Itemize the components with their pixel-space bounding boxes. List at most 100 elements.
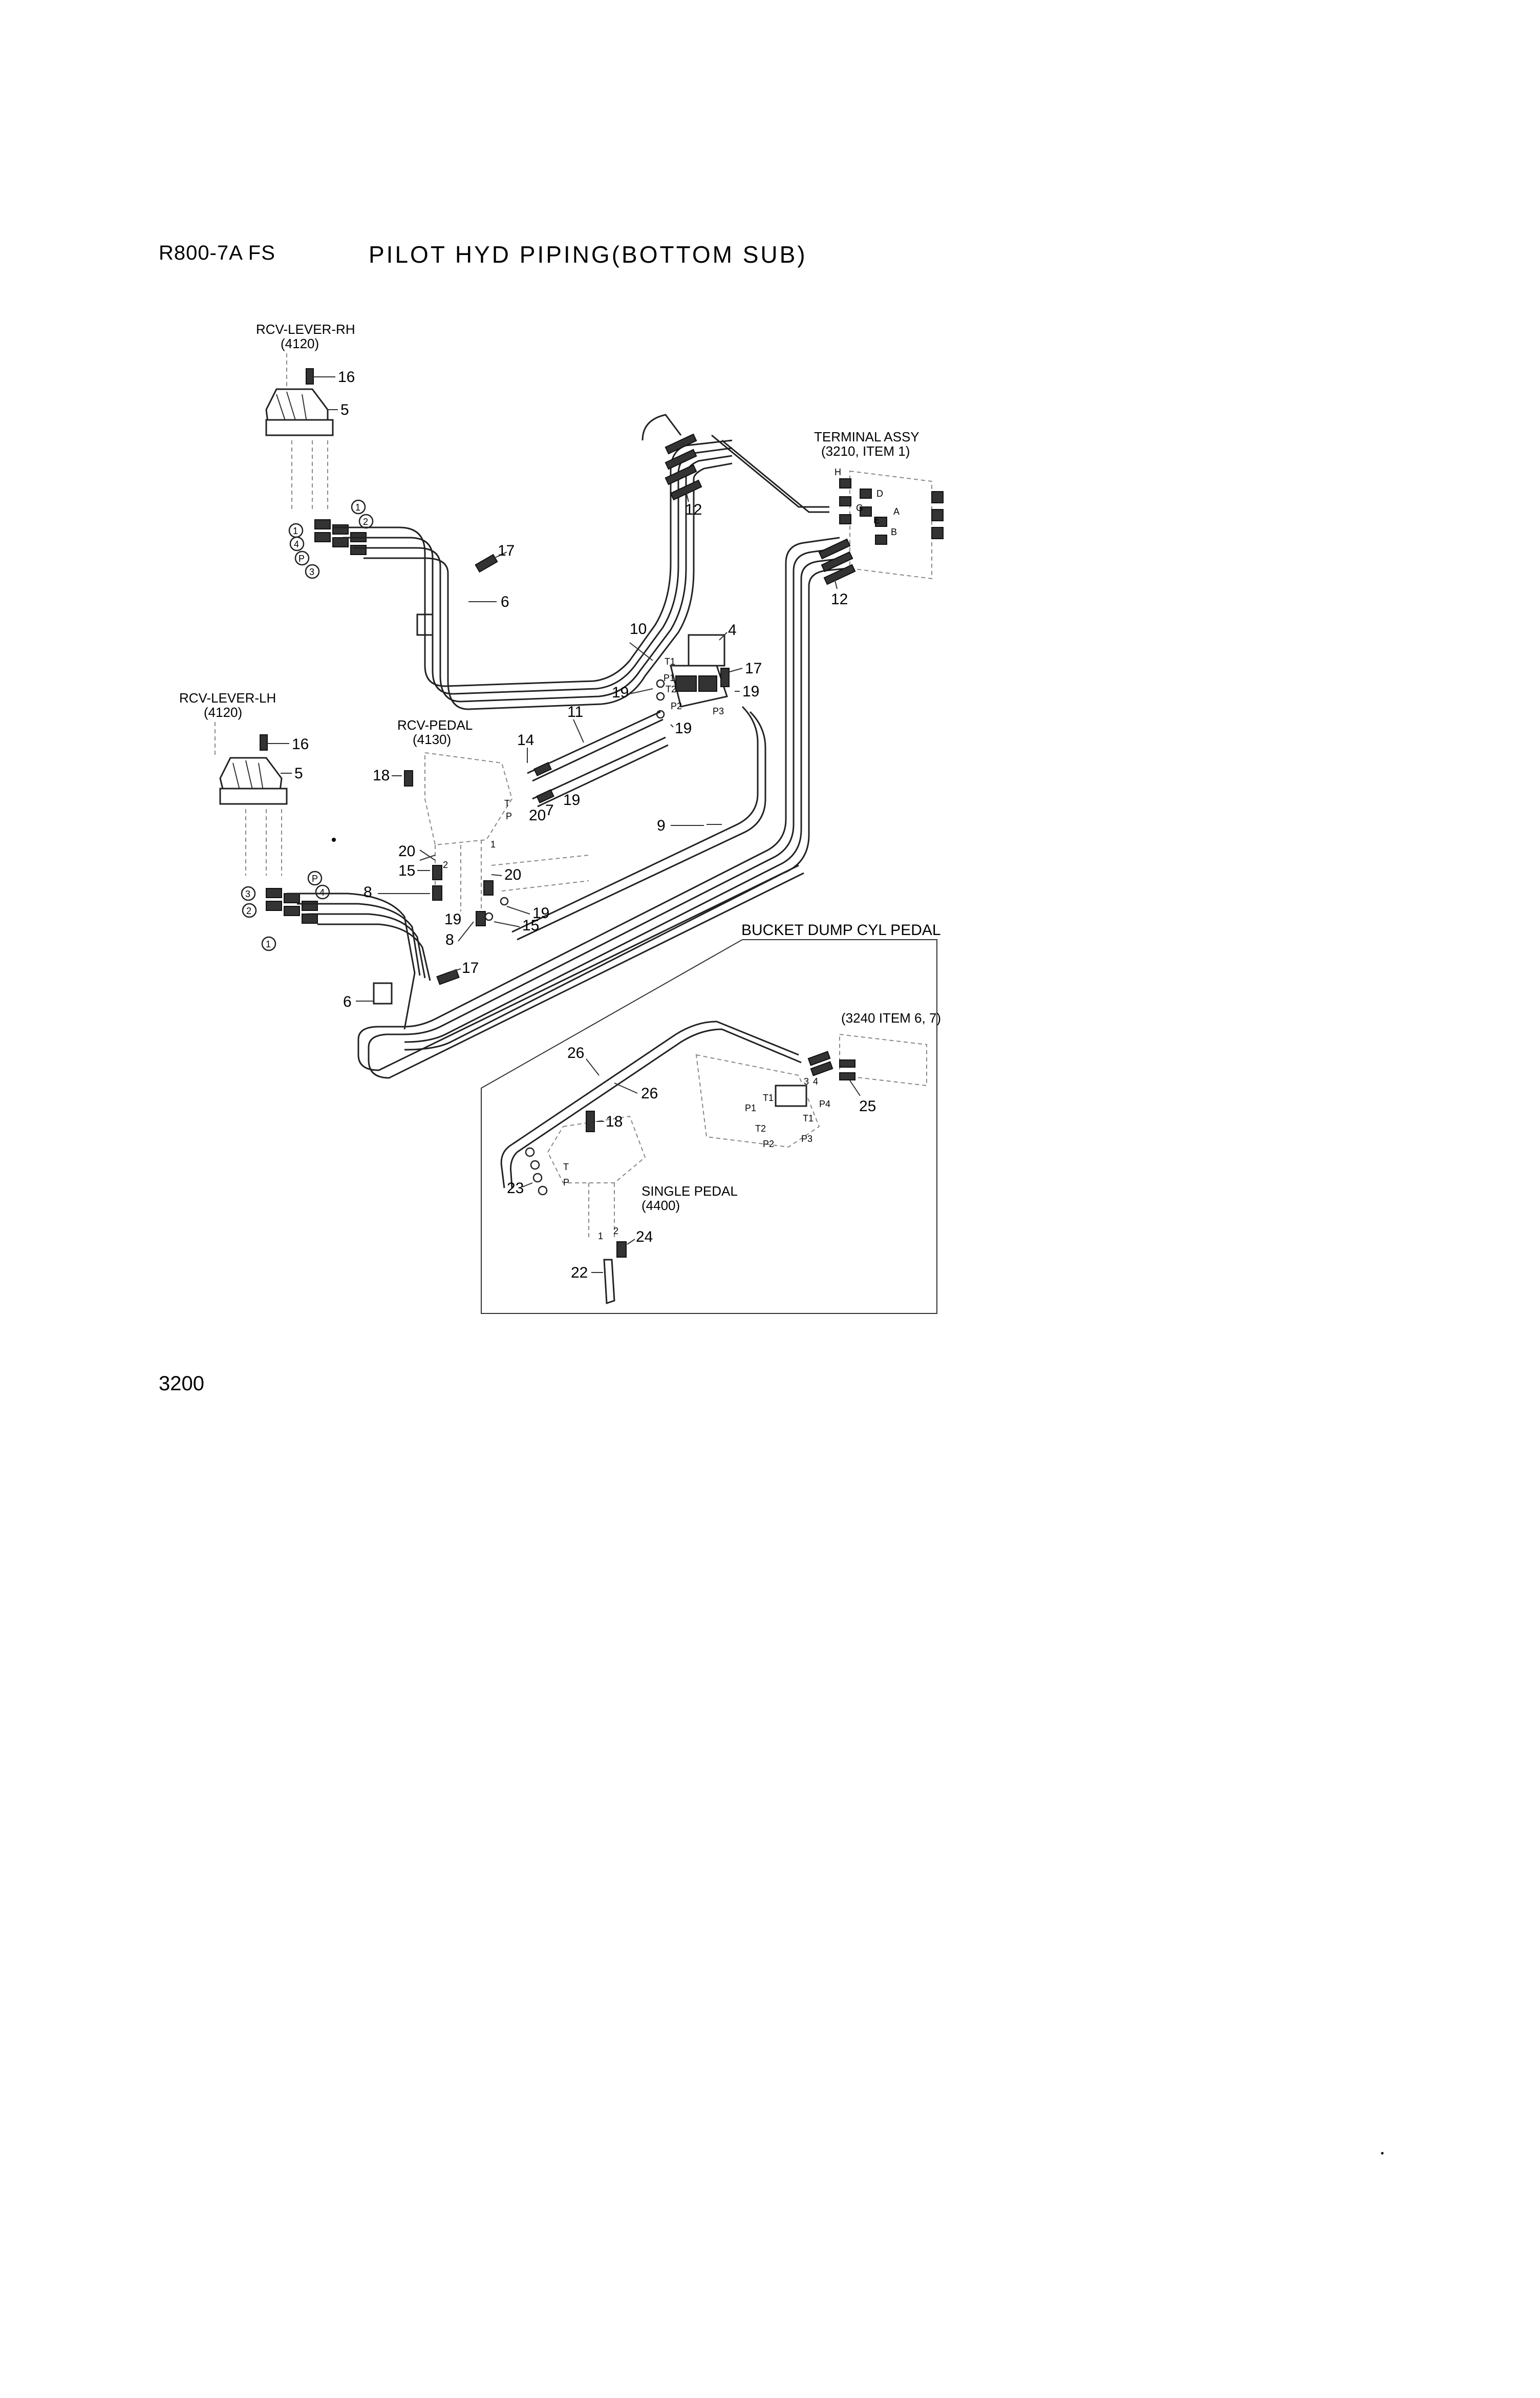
sp-port-p: P (563, 1177, 569, 1187)
hose-11: 11 14 19 7 20 (517, 704, 669, 824)
callout-6-rh: 6 (501, 593, 509, 610)
callout-19-lower: 19 (675, 720, 692, 737)
bd-port-3: 3 (804, 1076, 809, 1087)
callout-11: 11 (567, 704, 583, 720)
bd-port-4: 4 (813, 1076, 818, 1087)
port-p1: P1 (664, 673, 675, 683)
port-t-pedal: T (504, 798, 510, 809)
lever-base-lh (219, 788, 288, 805)
callout-24: 24 (636, 1228, 653, 1245)
sp-port-t: T (563, 1162, 569, 1172)
page-number: 3200 (159, 1372, 204, 1395)
page-dot (1381, 2152, 1384, 2155)
fittings-12-right: 12 (818, 538, 856, 608)
port-d: D (876, 489, 883, 499)
item-ref-3240: (3240 ITEM 6, 7) (841, 1010, 941, 1026)
callout-26-a: 26 (567, 1045, 584, 1062)
callout-17-center: 17 (745, 660, 762, 677)
port-p-pedal: P (506, 811, 512, 821)
callout-16-rh: 16 (338, 369, 355, 386)
page-title: PILOT HYD PIPING(BOTTOM SUB) (369, 241, 807, 268)
callout-19-left: 19 (612, 684, 629, 701)
fitting-17-rh (475, 554, 498, 573)
port-circle-1b: 1 (293, 526, 298, 536)
bd-port-t1: T1 (763, 1093, 774, 1103)
rcv-pedal-ref: (4130) (413, 732, 451, 747)
bd-port-p2: P2 (763, 1139, 774, 1149)
terminal-assy: TERMINAL ASSY (3210, ITEM 1) H D A B E G (814, 429, 944, 580)
rcv-lever-lh: RCV-LEVER-LH (4120) 16 5 P 4 3 2 1 (179, 690, 336, 951)
rcv-pedal-label: RCV-PEDAL (397, 717, 473, 733)
callout-20-a: 20 (398, 843, 415, 860)
callout-22: 22 (571, 1264, 588, 1281)
port-t1: T1 (665, 656, 675, 667)
port-circle-1: 1 (355, 502, 360, 513)
fitting-17-lh (436, 969, 460, 985)
callout-26-b: 26 (641, 1085, 658, 1102)
pedal-port-2: 2 (443, 860, 448, 870)
sp-port-2: 2 (613, 1226, 618, 1236)
bd-port-t3: T1 (803, 1113, 814, 1123)
callout-19-center: 19 (742, 683, 759, 700)
rcv-lever-rh-ref: (4120) (281, 336, 319, 351)
single-pedal-label: SINGLE PEDAL (641, 1183, 738, 1199)
model-code: R800-7A FS (159, 242, 275, 264)
bolt-16-lh (260, 734, 268, 751)
lh-port-circle-3: 3 (245, 889, 250, 899)
terminal-assy-label: TERMINAL ASSY (814, 429, 919, 444)
callout-6-lh: 6 (343, 993, 352, 1010)
lever-base-rh (265, 419, 334, 436)
callout-12-right: 12 (831, 591, 848, 608)
bucket-dump-frame (481, 939, 937, 1314)
bolt-18-single (586, 1111, 595, 1132)
callout-25: 25 (859, 1098, 876, 1115)
callout-5-lh: 5 (294, 765, 303, 782)
pedal-fittings-cluster: 20 15 8 2 1 19 20 19 15 8 (363, 839, 549, 948)
lh-port-circle-1: 1 (266, 939, 271, 949)
bd-port-p3: P3 (801, 1134, 812, 1144)
bolt-18-pedal (404, 770, 413, 787)
callout-19-c: 19 (532, 905, 549, 922)
port-t2: T2 (666, 684, 676, 694)
callout-14: 14 (517, 732, 534, 749)
rcv-lever-rh-label: RCV-LEVER-RH (256, 322, 355, 337)
port-h: H (835, 467, 841, 477)
callout-19-hose: 19 (563, 792, 580, 809)
callout-8-b: 8 (445, 931, 454, 948)
lh-port-circle-p: P (312, 874, 318, 884)
bd-port-p1: P1 (745, 1103, 756, 1113)
valve-block-4 (688, 634, 725, 667)
callout-19-b: 19 (444, 911, 461, 928)
rcv-lever-lh-ref: (4120) (204, 705, 242, 720)
center-valve: 4 T1 P1 T2 P2 P3 17 19 10 19 19 (612, 621, 762, 737)
callout-8-a: 8 (363, 884, 372, 901)
callout-20-hose: 20 (529, 807, 546, 824)
callout-9: 9 (657, 817, 666, 834)
lh-port-circle-2: 2 (246, 906, 251, 916)
port-e: E (873, 515, 880, 525)
port-circle-2: 2 (363, 517, 368, 527)
rcv-pedal: RCV-PEDAL (4130) 18 T P (373, 717, 589, 911)
port-a: A (893, 506, 900, 517)
bucket-dump-section: BUCKET DUMP CYL PEDAL (3240 ITEM 6, 7) 2… (481, 922, 941, 1314)
bolt-16-rh (306, 368, 314, 385)
callout-17-rh: 17 (498, 542, 515, 559)
callout-4: 4 (728, 622, 737, 639)
callout-7: 7 (545, 802, 554, 819)
port-p2: P2 (671, 701, 682, 711)
callout-12-top: 12 (685, 501, 702, 518)
single-pedal-ref: (4400) (641, 1198, 680, 1213)
callout-18-single: 18 (606, 1113, 623, 1130)
clamp-6-lh (373, 982, 393, 1005)
port-g: G (856, 503, 863, 513)
fittings-12-top: 12 (665, 433, 702, 518)
bd-port-p4: P4 (819, 1099, 830, 1109)
port-circle-3: 3 (309, 567, 314, 577)
callout-17-lh: 17 (462, 960, 479, 977)
fitting-24 (616, 1241, 627, 1258)
callout-16-lh: 16 (292, 736, 309, 753)
callout-15-b: 15 (522, 917, 539, 934)
callout-18-pedal: 18 (373, 767, 390, 784)
terminal-assy-ref: (3210, ITEM 1) (821, 443, 910, 459)
